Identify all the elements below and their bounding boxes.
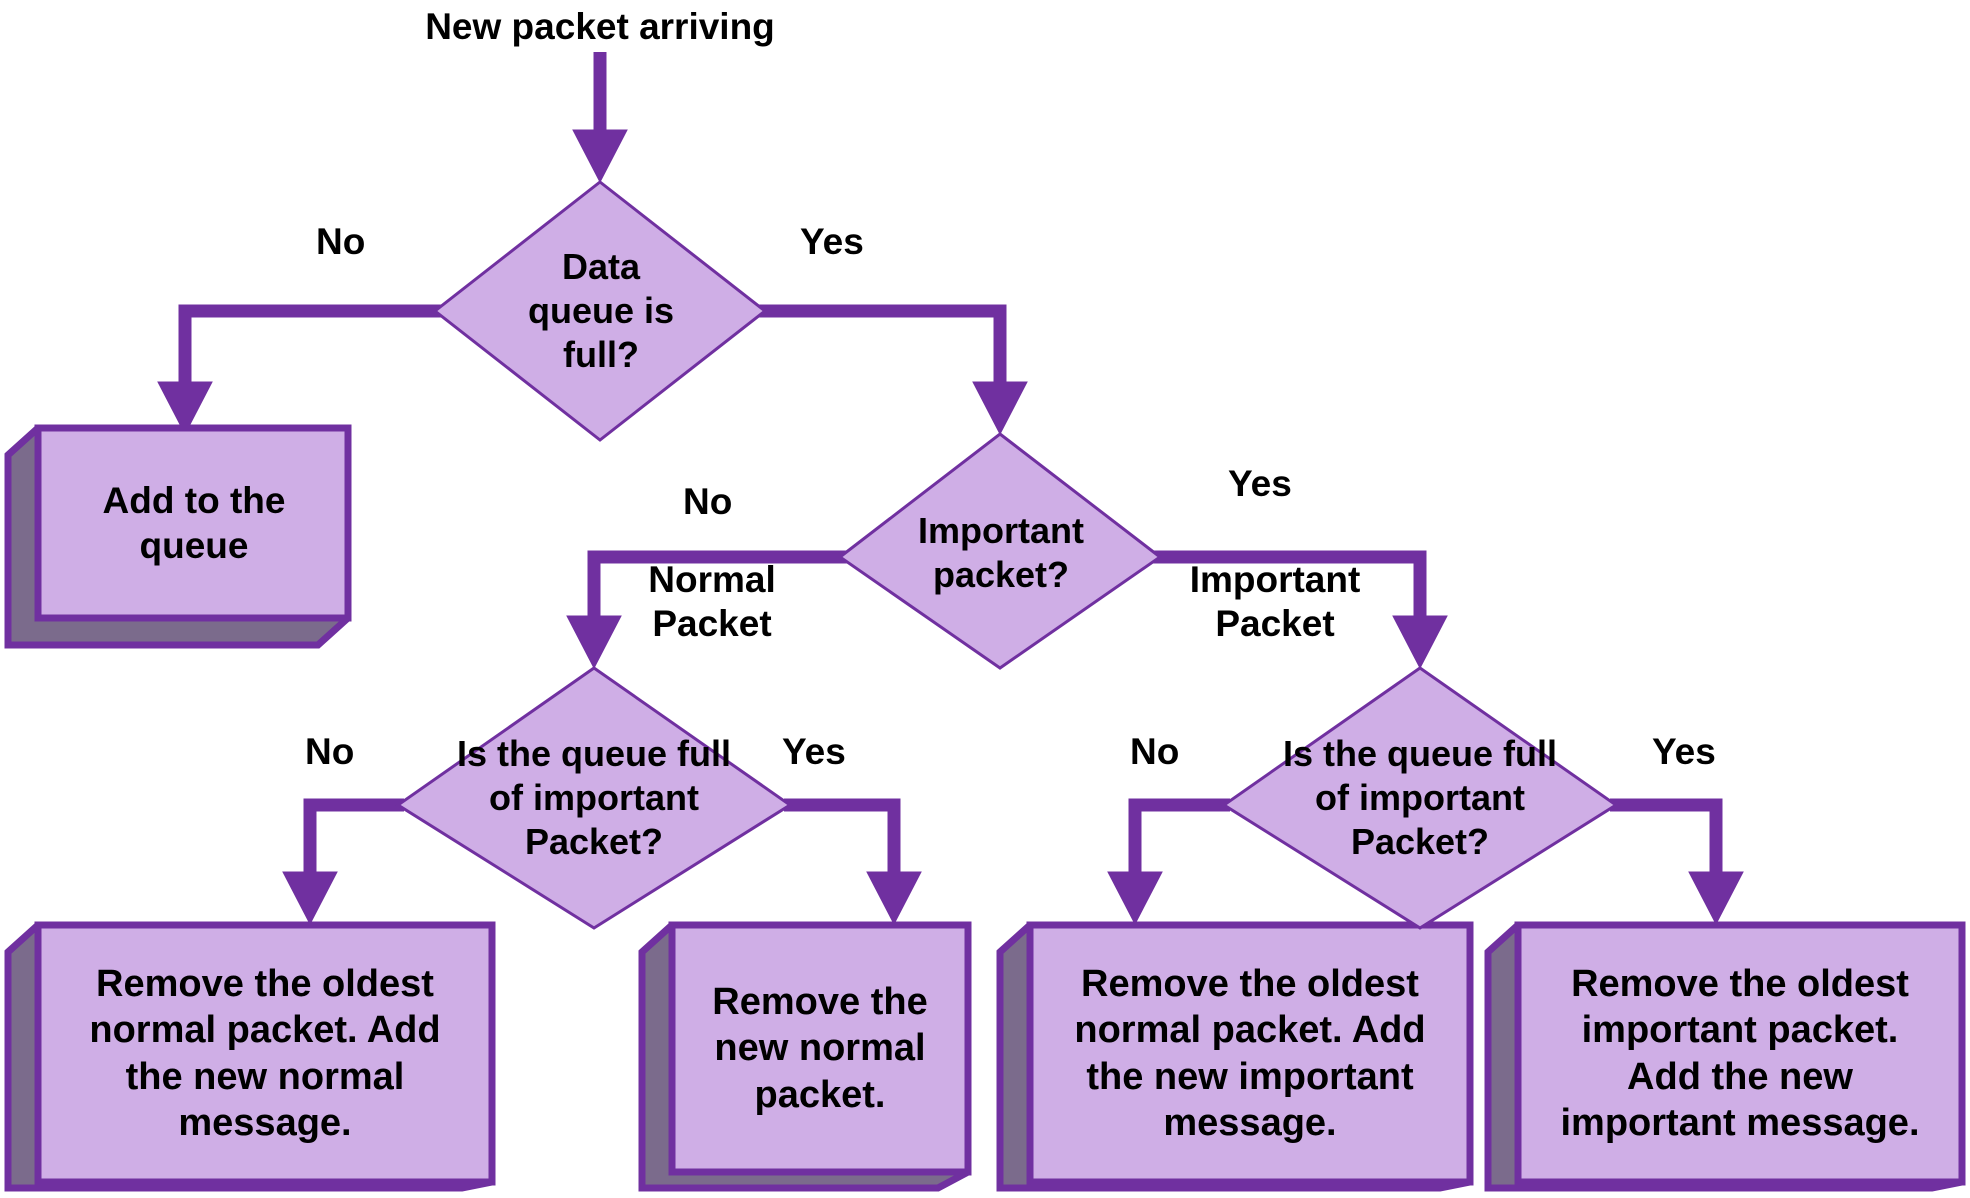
edge-label-important-normal-packet: Normal Packet [648,559,776,644]
connector-important-no [566,550,847,670]
start-label: New packet arriving [425,6,775,47]
connector-right-sub-no [1107,798,1230,926]
shape-process-add-to-queue[interactable] [4,424,352,649]
connector-queue-full-yes [759,304,1028,436]
shape-process-remove-oldest-important-add-important[interactable] [1484,921,1966,1192]
edge-label-important-important-packet: Important Packet [1189,559,1361,644]
shape-process-remove-new-normal[interactable] [638,921,972,1192]
edge-label-queue-full-yes: Yes [800,221,864,262]
edge-label-left-queue-full-yes: Yes [782,731,846,772]
connectors [157,52,1744,926]
shape-decision-queue-full-important-left[interactable] [395,666,793,930]
edge-label-important-no: No [683,481,733,522]
edge-label-important-yes: Yes [1228,463,1292,504]
shape-decision-important-packet[interactable] [837,432,1163,670]
edge-label-left-queue-full-no: No [305,731,355,772]
connector-left-sub-yes [784,798,922,926]
edge-label-queue-full-no: No [316,221,366,262]
shape-decision-queue-full[interactable] [432,180,768,442]
connector-right-sub-yes [1610,798,1744,926]
shape-process-remove-oldest-normal-add-normal[interactable] [4,921,496,1192]
shape-decision-queue-full-important-right[interactable] [1221,666,1619,930]
edge-label-right-queue-full-yes: Yes [1652,731,1716,772]
shape-process-remove-oldest-normal-add-important[interactable] [996,921,1474,1192]
connector-important-yes [1153,550,1448,670]
connector-left-sub-no [282,798,404,926]
connector-queue-full-no [157,304,441,436]
connector-start-to-queue-full [572,52,628,184]
edge-label-right-queue-full-no: No [1130,731,1180,772]
